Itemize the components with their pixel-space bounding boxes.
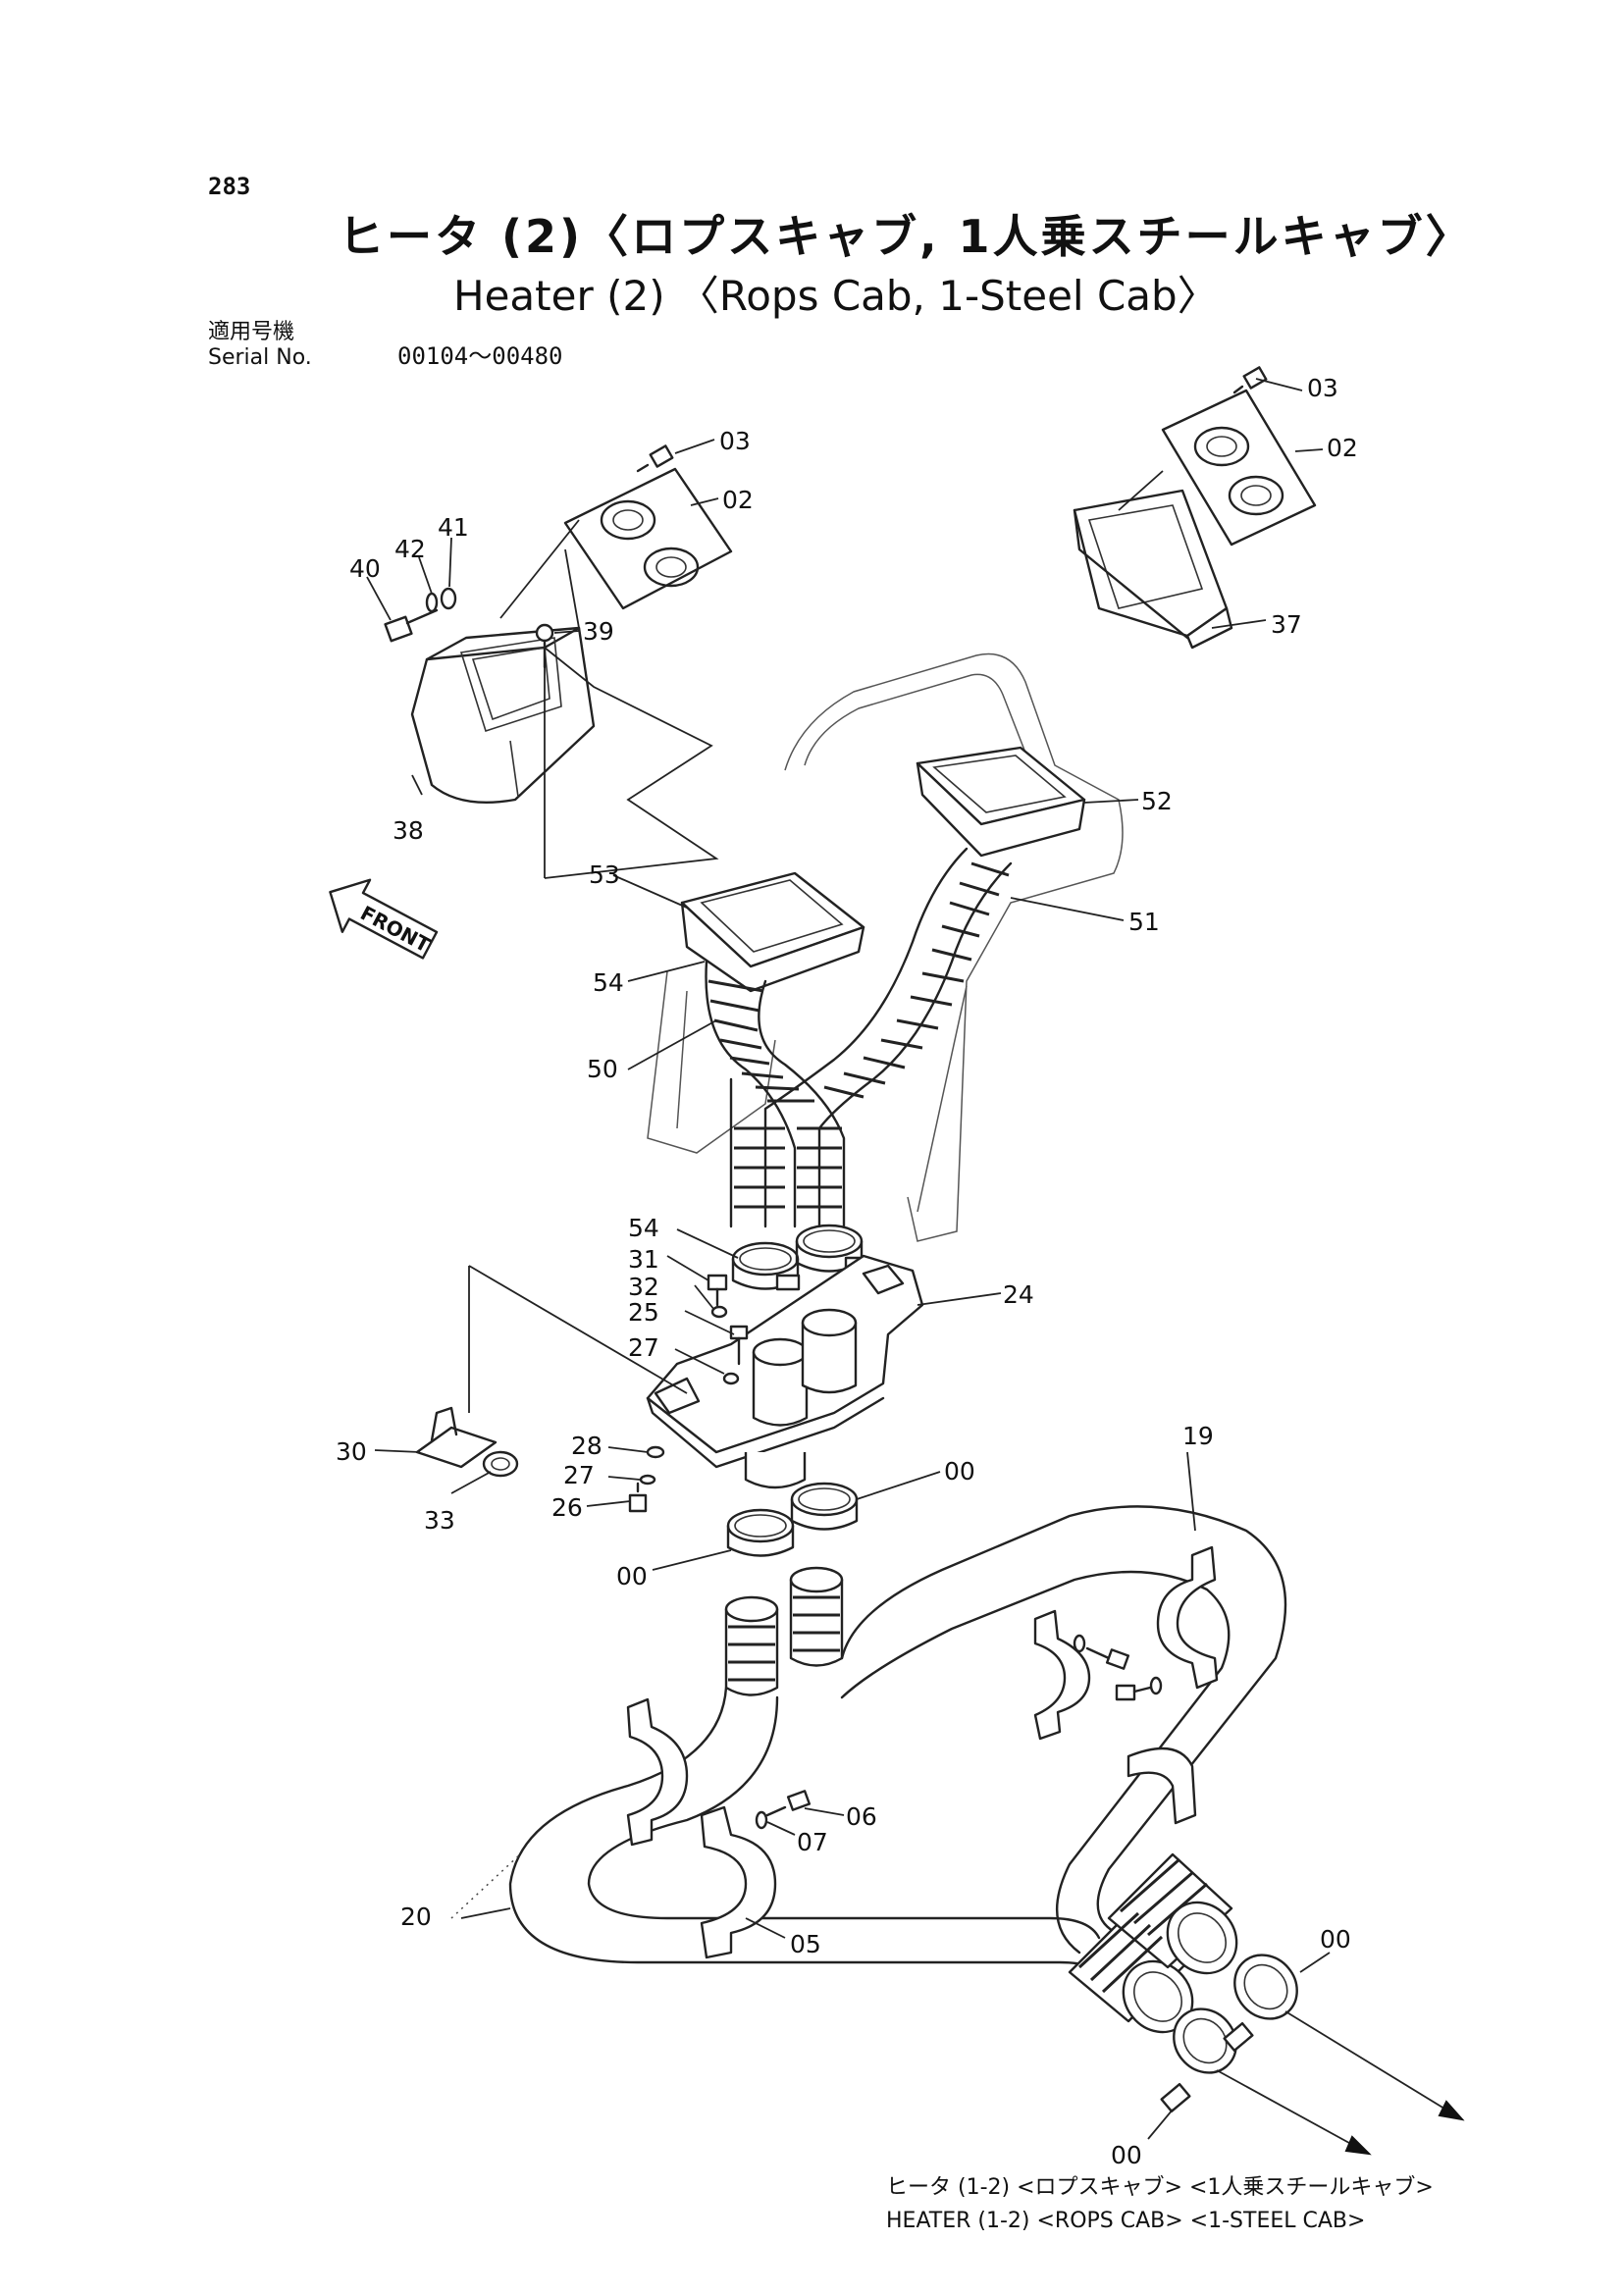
washer-32 bbox=[710, 1305, 728, 1319]
clamp-bracket-05 bbox=[700, 1805, 777, 1959]
bolt-25 bbox=[729, 1325, 749, 1366]
callout-39: 39 bbox=[583, 617, 614, 646]
serial-label-english: Serial No. bbox=[208, 345, 312, 370]
bolt-right-lower bbox=[1115, 1676, 1163, 1701]
clamp-bracket-left bbox=[626, 1697, 689, 1847]
callout-00: 00 bbox=[944, 1457, 975, 1486]
callout-19: 19 bbox=[1182, 1422, 1214, 1450]
lower-hose-stubs bbox=[724, 1566, 844, 1696]
callout-05: 05 bbox=[790, 1930, 821, 1958]
outlet-housing-38 bbox=[410, 626, 596, 805]
callout-54: 54 bbox=[628, 1214, 659, 1242]
bolt-right-upper bbox=[1073, 1634, 1130, 1670]
callout-31: 31 bbox=[628, 1245, 659, 1274]
callout-42: 42 bbox=[394, 535, 426, 563]
page-number: 283 bbox=[208, 173, 251, 200]
callout-24: 24 bbox=[1003, 1280, 1034, 1309]
duct-adapter-53 bbox=[680, 871, 865, 993]
bolt-26 bbox=[628, 1482, 648, 1513]
callout-06: 06 bbox=[846, 1802, 877, 1831]
callout-40: 40 bbox=[349, 554, 381, 583]
callout-27: 27 bbox=[628, 1333, 659, 1362]
callout-33: 33 bbox=[424, 1506, 455, 1535]
screw-39 bbox=[535, 623, 554, 669]
outlet-hoses-lower-right bbox=[1068, 1852, 1238, 2034]
callout-03: 03 bbox=[1307, 374, 1338, 402]
serial-label: 適用号機 Serial No. bbox=[208, 320, 312, 371]
callout-51: 51 bbox=[1128, 908, 1160, 936]
callout-50: 50 bbox=[587, 1055, 618, 1083]
cover-plate-02-right bbox=[1161, 389, 1317, 547]
clamp-bracket-right-mid bbox=[1033, 1609, 1091, 1741]
bolt-40 bbox=[384, 587, 457, 643]
serial-range: 00104〜00480 bbox=[397, 342, 563, 370]
callout-27: 27 bbox=[563, 1461, 595, 1489]
hose-clamps-00-outlet bbox=[1160, 1954, 1298, 2113]
front-direction-arrow: FRONT bbox=[329, 878, 439, 960]
leader-lines bbox=[366, 378, 1331, 2140]
callout-00: 00 bbox=[1111, 2141, 1142, 2169]
bracket-30 bbox=[415, 1406, 498, 1469]
screw-03-left bbox=[636, 444, 674, 473]
callout-25: 25 bbox=[628, 1298, 659, 1327]
washer-28 bbox=[646, 1445, 665, 1459]
hose-ribs-upper bbox=[707, 861, 1010, 1209]
callout-53: 53 bbox=[589, 860, 620, 889]
page-title-japanese: ヒータ (2)〈ロプスキャブ, 1人乗スチールキャブ〉 bbox=[339, 210, 1474, 263]
callout-07: 07 bbox=[797, 1828, 828, 1856]
serial-label-japanese: 適用号機 bbox=[208, 320, 295, 344]
callout-30: 30 bbox=[336, 1437, 367, 1466]
reference-arrows bbox=[1216, 2010, 1465, 2156]
callout-labels: 03 02 03 02 37 40 42 41 39 38 52 53 51 5… bbox=[336, 374, 1358, 2169]
page-title-english: Heater (2) 〈Rops Cab, 1-Steel Cab〉 bbox=[453, 272, 1219, 320]
cross-reference-note: ヒータ (1-2) <ロプスキャブ> <1人乗スチールキャブ> HEATER (… bbox=[886, 2171, 1434, 2238]
hose-clamps-00-lower bbox=[726, 1482, 859, 1557]
screw-03-right bbox=[1232, 366, 1268, 394]
callout-00: 00 bbox=[1320, 1925, 1351, 1954]
callout-41: 41 bbox=[438, 513, 469, 542]
cab-outline bbox=[647, 652, 1124, 1242]
callout-00: 00 bbox=[616, 1562, 648, 1590]
outlet-housing-37 bbox=[1073, 489, 1233, 650]
callout-26: 26 bbox=[551, 1493, 583, 1522]
callout-32: 32 bbox=[628, 1273, 659, 1301]
duct-adapter-52 bbox=[916, 746, 1086, 858]
cross-reference-japanese: ヒータ (1-2) <ロプスキャブ> <1人乗スチールキャブ> bbox=[886, 2175, 1434, 2200]
washer-27-lower bbox=[639, 1474, 656, 1486]
callout-20: 20 bbox=[400, 1903, 432, 1931]
distribution-plate-24 bbox=[646, 1254, 924, 1489]
bolt-06 bbox=[755, 1790, 812, 1830]
cross-reference-english: HEATER (1-2) <ROPS CAB> <1-STEEL CAB> bbox=[886, 2209, 1366, 2233]
callout-52: 52 bbox=[1141, 787, 1173, 815]
callout-54: 54 bbox=[593, 968, 624, 997]
grommet-33 bbox=[482, 1450, 519, 1478]
callout-02: 02 bbox=[1327, 434, 1358, 462]
clamp-bracket-right-upper bbox=[1156, 1545, 1219, 1690]
cover-plate-02-left bbox=[563, 467, 733, 610]
callout-38: 38 bbox=[393, 816, 424, 845]
heater-duct-19 bbox=[840, 1505, 1287, 1955]
bolt-31 bbox=[707, 1274, 728, 1307]
washer-27-upper bbox=[722, 1372, 740, 1385]
hose-50 bbox=[705, 960, 846, 1228]
callout-02: 02 bbox=[722, 486, 754, 514]
callout-03: 03 bbox=[719, 427, 751, 455]
clamp-bracket-right-lower bbox=[1126, 1747, 1197, 1825]
callout-28: 28 bbox=[571, 1432, 602, 1460]
callout-37: 37 bbox=[1271, 610, 1302, 639]
